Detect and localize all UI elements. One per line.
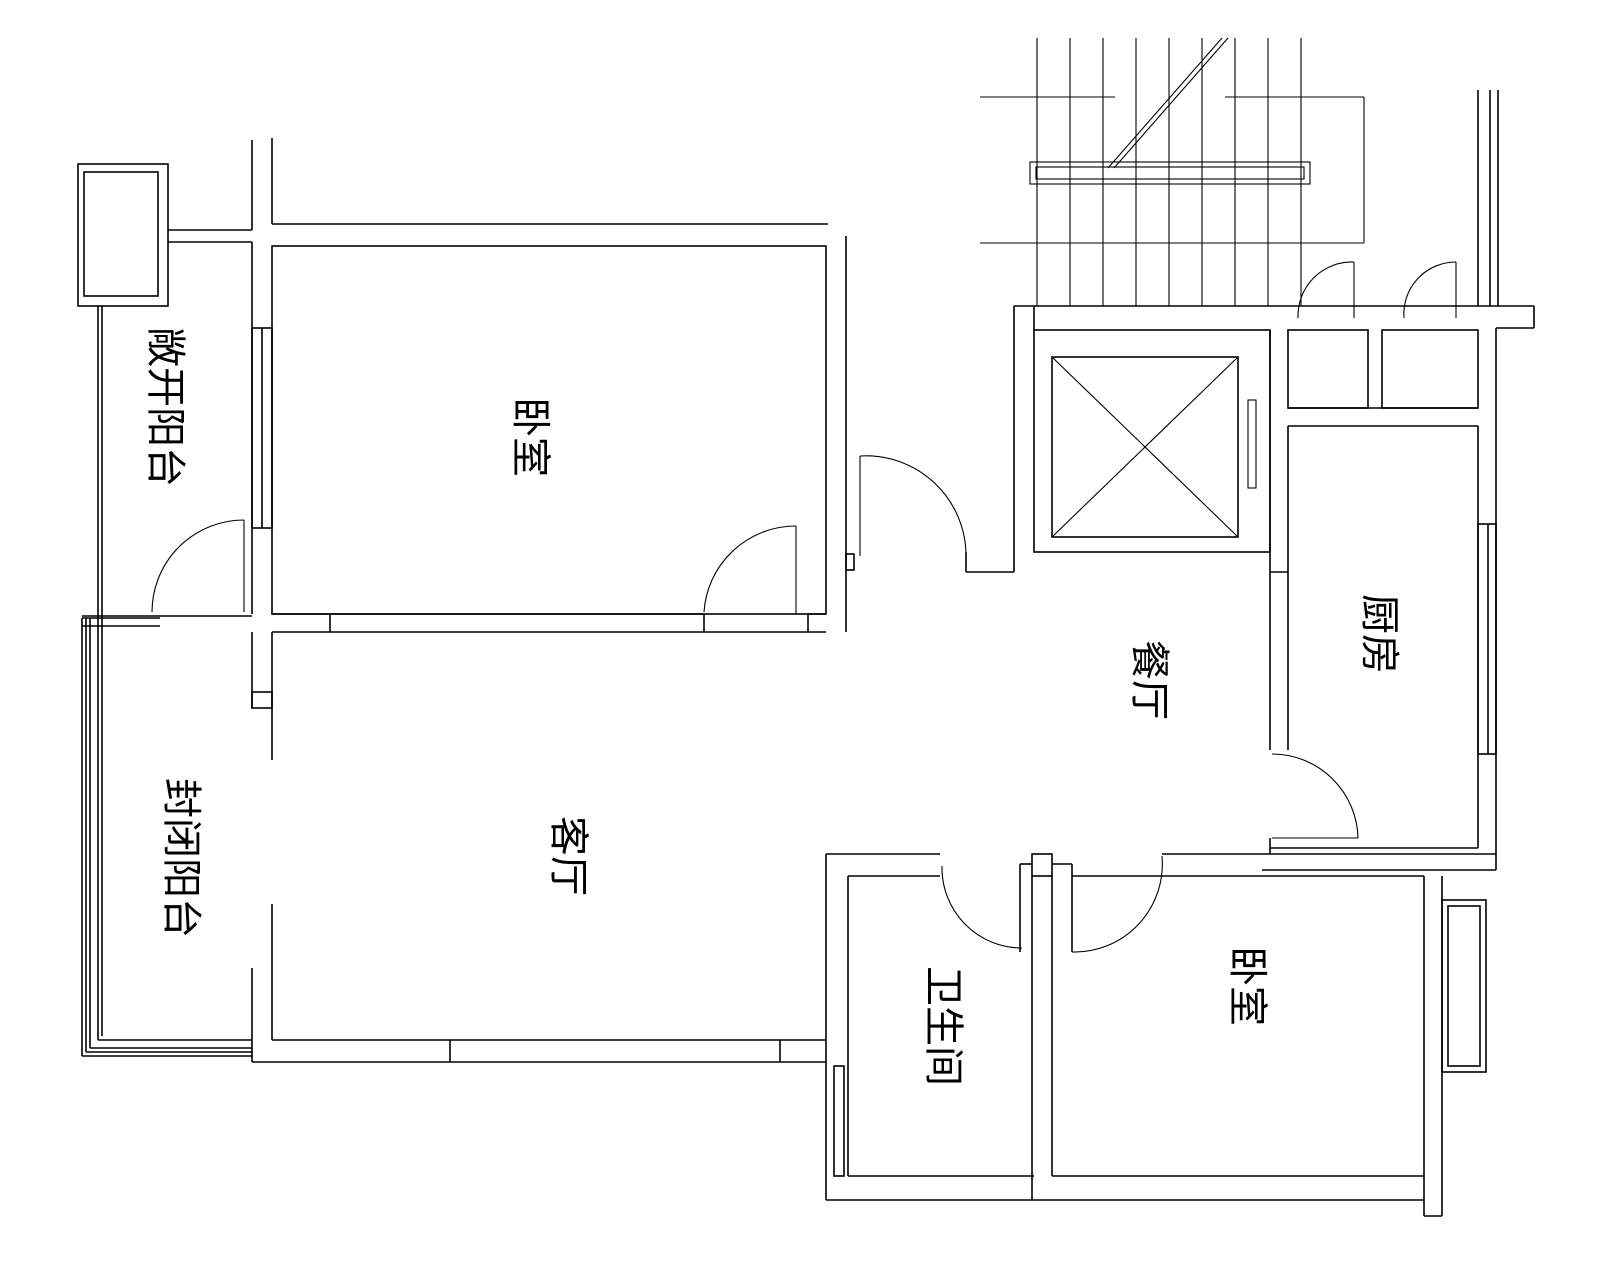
doors <box>151 261 1457 953</box>
room-label-enclosed-balcony: 封闭阳台 <box>158 778 204 938</box>
room-label-bedroom-bottom: 卧室 <box>1224 946 1270 1026</box>
walls <box>77 90 1535 1217</box>
room-label-bedroom-top: 卧室 <box>507 397 553 477</box>
room-label-living-room: 客厅 <box>545 816 591 896</box>
room-label-bathroom: 卫生间 <box>920 966 966 1086</box>
elevator-shaft <box>1033 329 1271 553</box>
room-label-dining-room: 餐厅 <box>1126 640 1172 720</box>
room-label-kitchen: 厨房 <box>1356 594 1402 674</box>
room-label-open-balcony: 敞开阳台 <box>142 327 188 487</box>
stairwell <box>980 37 1365 306</box>
